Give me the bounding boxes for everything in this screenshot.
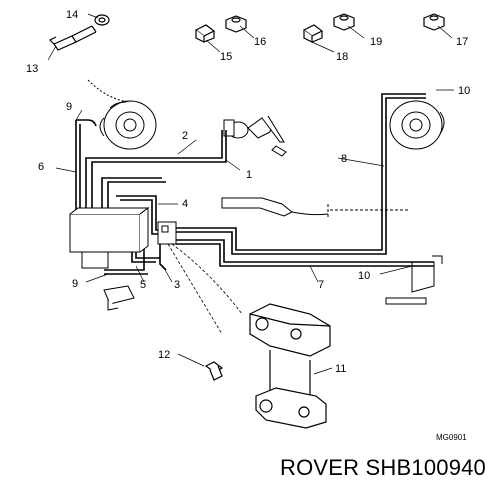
nut-19 — [333, 13, 355, 31]
callout-7: 7 — [318, 279, 324, 291]
pipe-junction — [157, 221, 177, 245]
leader-lines — [47, 13, 454, 375]
callout-3: 3 — [174, 279, 180, 291]
abs-modulator — [69, 207, 150, 269]
callout-4: 4 — [182, 198, 188, 210]
callout-19: 19 — [370, 36, 382, 48]
callout-10-top: 10 — [458, 85, 470, 97]
callout-5: 5 — [140, 279, 146, 291]
callout-10-bottom: 10 — [358, 270, 370, 282]
nut-16 — [225, 15, 247, 33]
rear-right-brake — [385, 255, 443, 305]
brake-pipes — [75, 93, 434, 275]
drawing-code: MG0901 — [436, 433, 467, 442]
callouts: 1 2 3 4 5 6 7 8 9 9 10 10 11 12 13 14 15… — [26, 9, 470, 375]
rear-left-brake — [103, 285, 135, 311]
callout-11: 11 — [335, 363, 346, 375]
brake-servo-pedal — [223, 115, 287, 157]
callout-8: 8 — [341, 153, 347, 165]
detail-leader — [167, 243, 243, 335]
callout-1: 1 — [246, 169, 252, 181]
callout-15: 15 — [220, 51, 232, 63]
callout-13: 13 — [26, 63, 38, 75]
callout-14: 14 — [66, 9, 78, 21]
washer-14 — [94, 14, 110, 26]
screw-18 — [302, 24, 324, 43]
front-right-brake-disc — [389, 100, 445, 150]
callout-6: 6 — [38, 161, 44, 173]
handbrake-lever — [221, 197, 410, 218]
front-left-brake-disc — [87, 79, 157, 150]
pressure-valve-11 — [249, 303, 331, 429]
callout-9-top: 9 — [66, 101, 72, 113]
screw-12 — [204, 361, 224, 381]
callout-18: 18 — [336, 51, 348, 63]
callout-9-bottom: 9 — [72, 278, 78, 290]
callout-17: 17 — [456, 36, 468, 48]
callout-2: 2 — [182, 130, 188, 142]
screw-15 — [194, 24, 216, 43]
bolt-13 — [48, 25, 97, 51]
callout-16: 16 — [254, 36, 266, 48]
callout-12: 12 — [158, 349, 170, 361]
nut-17 — [423, 13, 445, 31]
part-caption: ROVER SHB100940 — [280, 455, 486, 480]
